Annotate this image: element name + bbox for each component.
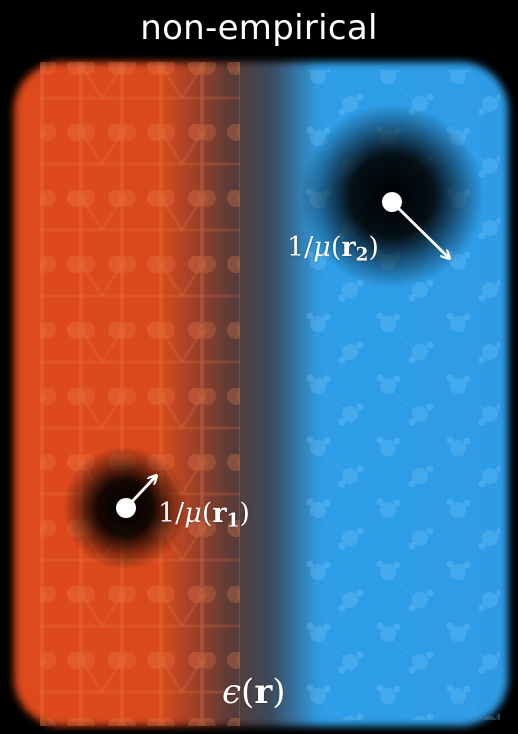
open-paren: ( [330,232,342,263]
figure-title: non-empirical [140,8,378,48]
dielectric-function-label: ϵ(r) [222,672,286,712]
position-vector: r [212,498,227,529]
open-paren: ( [201,498,213,529]
arrow-r2-icon [391,201,449,258]
position-vector: r [254,672,273,712]
label-prefix: 1/ [287,232,314,263]
close-paren: ) [272,672,286,712]
label-prefix: 1/ [158,498,185,529]
inverse-mu-r1-label: 1/μ(r1) [158,498,250,532]
arrow-r1-icon [124,476,156,509]
epsilon-symbol: ϵ [222,672,242,712]
close-paren: ) [368,232,379,263]
open-paren: ( [241,672,255,712]
position-subscript: 2 [355,244,369,266]
solid-lattice-texture [40,62,240,726]
mu-symbol: μ [313,232,331,263]
close-paren: ) [239,498,250,529]
inverse-mu-r2-label: 1/μ(r2) [287,232,379,266]
position-subscript: 1 [226,510,240,532]
mu-symbol: μ [184,498,202,529]
position-vector: r [341,232,356,263]
